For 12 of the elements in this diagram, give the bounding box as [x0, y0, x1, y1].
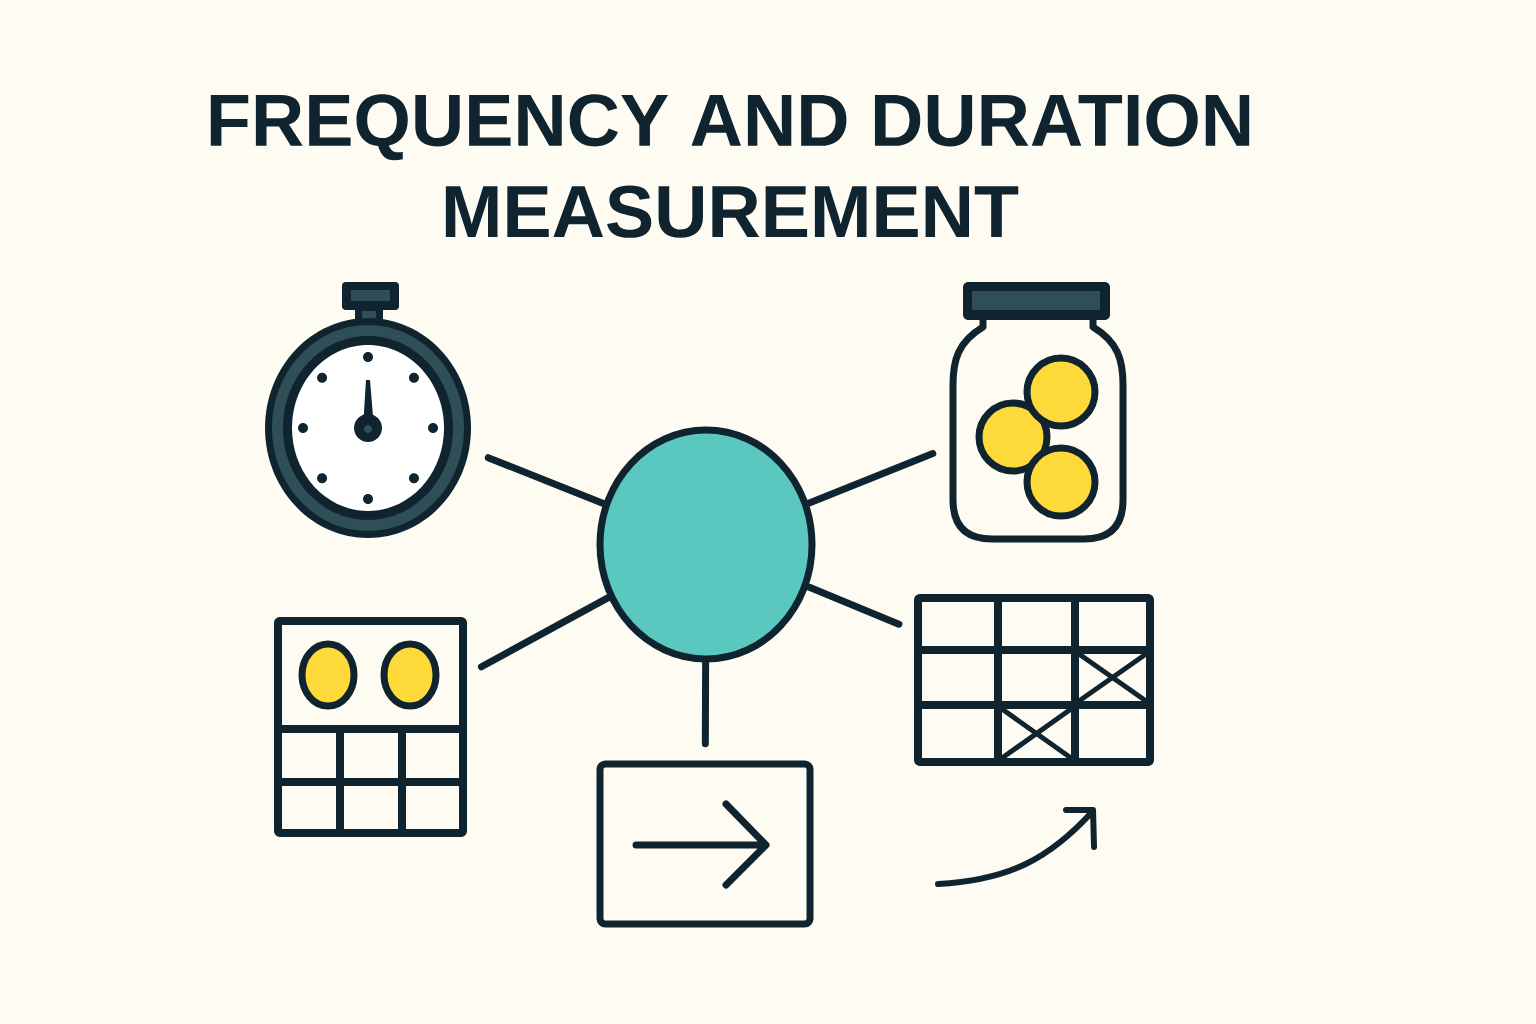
connector-line [805, 450, 937, 507]
connector-line [701, 659, 710, 748]
connector-line [804, 583, 903, 628]
stopwatch [265, 282, 471, 538]
grid-with-dots [274, 617, 467, 837]
jar-with-coins [949, 282, 1127, 543]
grid-with-crosses [914, 594, 1154, 766]
circle [596, 426, 816, 663]
connector-line [477, 594, 612, 671]
arrow-box [596, 760, 814, 928]
title: FREQUENCY AND DURATION MEASUREMENT [210, 94, 1250, 238]
connector-line [484, 454, 607, 508]
